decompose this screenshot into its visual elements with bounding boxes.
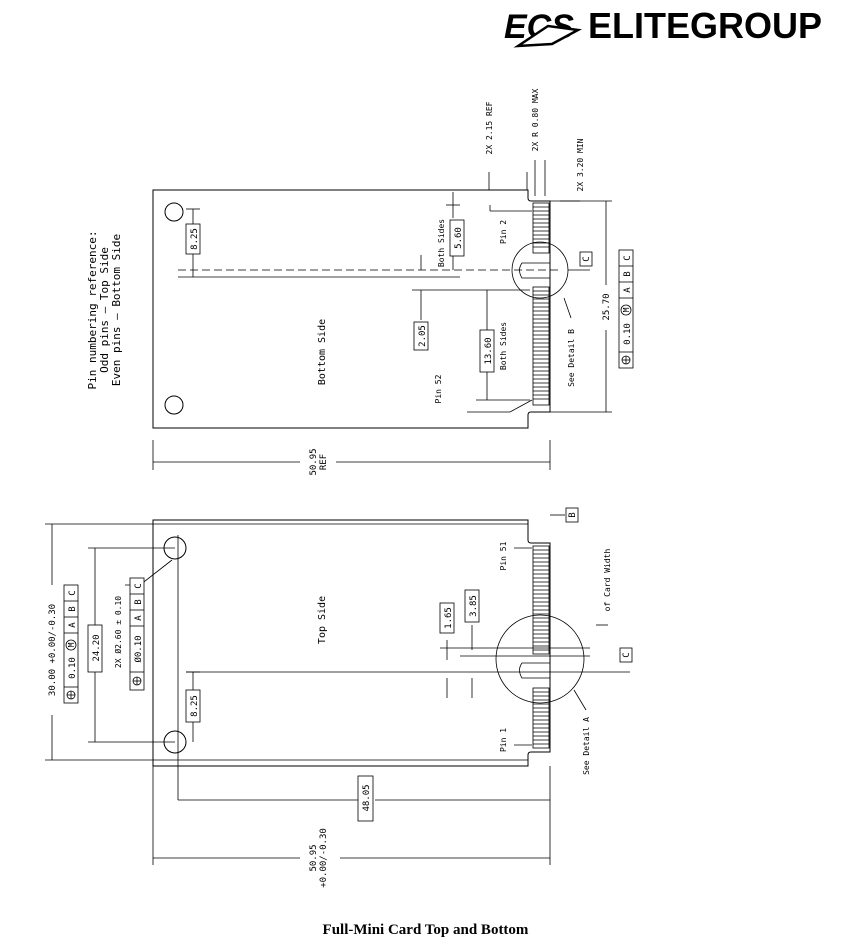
bottom-fcf-mod: M bbox=[622, 307, 631, 312]
top-datum-b-label: B bbox=[568, 512, 578, 517]
ecs-logo: ECS ELITEGROUP bbox=[504, 5, 822, 48]
brand-name: ELITEGROUP bbox=[588, 5, 822, 46]
bottom-fcf-c: C bbox=[623, 255, 633, 260]
bottom-dim-8-25: 8.25 bbox=[185, 208, 201, 277]
bottom-r080: 2X R 0.80 MAX bbox=[531, 89, 540, 152]
bottom-ref-2-15: 2X 2.15 REF bbox=[485, 101, 494, 154]
top-hole-callout: 2X Ø2.60 ± 0.10 C B A Ø0.10 bbox=[113, 559, 173, 691]
pin-ref-line2: Odd pins – Top Side bbox=[98, 247, 111, 373]
top-fcf2-a: A bbox=[134, 615, 144, 621]
bottom-dim-8-25-label: 8.25 bbox=[190, 228, 200, 250]
bottom-hole-bottom bbox=[164, 395, 184, 415]
top-see-detail-a: See Detail A bbox=[573, 689, 591, 775]
top-fcf1-tol: 0.10 bbox=[68, 657, 78, 679]
top-card-width-centerline: of Card Width bbox=[596, 549, 612, 626]
bottom-min-3-20: 2X 3.20 MIN bbox=[576, 138, 585, 191]
top-card-outline bbox=[152, 519, 551, 767]
top-datum-b: B bbox=[550, 507, 579, 523]
bottom-dim-25-70-label: 25.70 bbox=[602, 293, 612, 320]
bottom-datum-c-label: C bbox=[582, 256, 592, 261]
top-datum-c: C bbox=[560, 647, 633, 673]
bottom-contacts-lower bbox=[532, 286, 550, 406]
bottom-pin2-label: Pin 2 bbox=[499, 220, 508, 244]
top-dim-50-95: 50.95 +0.00/-0.30 bbox=[152, 766, 550, 888]
top-fcf2-b: B bbox=[134, 599, 144, 604]
top-dim-3-85: 3.85 bbox=[464, 589, 480, 698]
bottom-pin52: Pin 52 bbox=[434, 374, 533, 413]
bottom-width-label: 50.95 bbox=[309, 448, 319, 475]
bottom-datum-c: C bbox=[568, 251, 593, 271]
bottom-fcf-a: A bbox=[623, 287, 633, 293]
bottom-dim-50-95: 50.95 REF bbox=[152, 440, 551, 476]
top-dim-3-85-label: 3.85 bbox=[469, 595, 479, 617]
bottom-pin2: Pin 2 bbox=[489, 205, 532, 244]
top-contacts-lower bbox=[532, 687, 550, 749]
bottom-see-detail-b: See Detail B bbox=[563, 297, 576, 387]
bottom-dim-5-60: 5.60 Both Sides bbox=[437, 192, 465, 270]
top-pin51: Pin 51 bbox=[499, 541, 532, 570]
top-key-notch bbox=[519, 662, 550, 679]
top-dim-48-05-label: 48.05 bbox=[362, 784, 372, 811]
top-dim-1-65: 1.65 bbox=[439, 602, 455, 698]
top-fcf2-tol: Ø0.10 bbox=[133, 635, 144, 662]
top-pin1: Pin 1 bbox=[499, 728, 532, 752]
bottom-side-title: Bottom Side bbox=[317, 319, 328, 385]
bottom-contacts-upper bbox=[532, 202, 550, 254]
top-dim-8-25-label: 8.25 bbox=[190, 695, 200, 717]
bottom-hole-top bbox=[164, 202, 184, 222]
bottom-callouts: 2X 2.15 REF 2X R 0.80 MAX 2X 3.20 MIN bbox=[485, 89, 585, 202]
bottom-dim-2-05: 2.05 bbox=[412, 255, 530, 351]
bottom-both-sides-1: Both Sides bbox=[437, 219, 446, 267]
top-datum-c-label: C bbox=[622, 652, 632, 657]
bottom-card-outline bbox=[152, 189, 551, 429]
pin-ref-line3: Even pins – Bottom Side bbox=[110, 234, 123, 386]
top-fcf1-b: B bbox=[68, 606, 78, 611]
bottom-feature-control-frame: C B A M 0.10 bbox=[618, 249, 634, 369]
bottom-see-detail-b-label: See Detail B bbox=[567, 329, 576, 387]
bottom-pin52-label: Pin 52 bbox=[434, 374, 443, 403]
top-dim-8-25: 8.25 bbox=[185, 671, 201, 742]
top-fcf1-mod: M bbox=[67, 642, 76, 647]
bottom-width-ref: REF bbox=[319, 454, 329, 470]
figure-caption: Full-Mini Card Top and Bottom bbox=[322, 922, 529, 938]
top-dim-48-05: 48.05 bbox=[178, 766, 551, 865]
pin-numbering-reference: Pin numbering reference: Odd pins – Top … bbox=[86, 231, 123, 390]
top-side-title: Top Side bbox=[317, 596, 328, 644]
bottom-fcf-b: B bbox=[623, 271, 633, 276]
top-card-width-label: of Card Width bbox=[603, 549, 612, 612]
top-fcf1-a: A bbox=[68, 622, 78, 628]
top-see-detail-a-label: See Detail A bbox=[582, 717, 591, 775]
bottom-key-notch bbox=[519, 262, 550, 279]
top-pin1-label: Pin 1 bbox=[499, 728, 508, 752]
bottom-dim-25-70: 25.70 bbox=[550, 200, 612, 413]
bottom-dim-5-60-label: 5.60 bbox=[454, 227, 464, 249]
top-dim-30-00: 30.00 +0.00/-0.30 C B A M 0.10 bbox=[45, 523, 153, 761]
top-dim-30-00-label: 30.00 +0.00/-0.30 bbox=[48, 604, 58, 696]
top-pin51-label: Pin 51 bbox=[499, 541, 508, 570]
top-side-view: 1.65 3.85 Pin 51 Pin 1 B of Card Width bbox=[45, 507, 633, 888]
top-hole-label: 2X Ø2.60 ± 0.10 bbox=[113, 596, 123, 668]
top-detail-circle bbox=[495, 614, 585, 704]
top-contacts-upper bbox=[532, 545, 550, 655]
ecs-logo-mark-icon: ECS bbox=[504, 8, 582, 48]
top-width-tol: +0.00/-0.30 bbox=[319, 828, 329, 888]
bottom-fcf-tol: 0.10 bbox=[623, 323, 633, 345]
top-width-label: 50.95 bbox=[309, 844, 319, 871]
bottom-dim-13-60-label: 13.60 bbox=[484, 337, 494, 364]
bottom-dim-2-05-label: 2.05 bbox=[418, 325, 428, 347]
bottom-dim-13-60: 13.60 Both Sides bbox=[476, 290, 530, 401]
pin-ref-line1: Pin numbering reference: bbox=[86, 231, 99, 390]
top-dim-1-65-label: 1.65 bbox=[444, 607, 454, 629]
top-fcf2-c: C bbox=[134, 583, 144, 588]
top-dim-24-20-label: 24.20 bbox=[92, 634, 102, 661]
bottom-both-sides-2: Both Sides bbox=[499, 322, 508, 370]
top-dim-24-20: 24.20 bbox=[87, 547, 175, 743]
bottom-side-view: 8.25 5.60 Both Sides Pin 2 2.05 bbox=[152, 89, 634, 476]
top-fcf1-c: C bbox=[68, 590, 78, 595]
